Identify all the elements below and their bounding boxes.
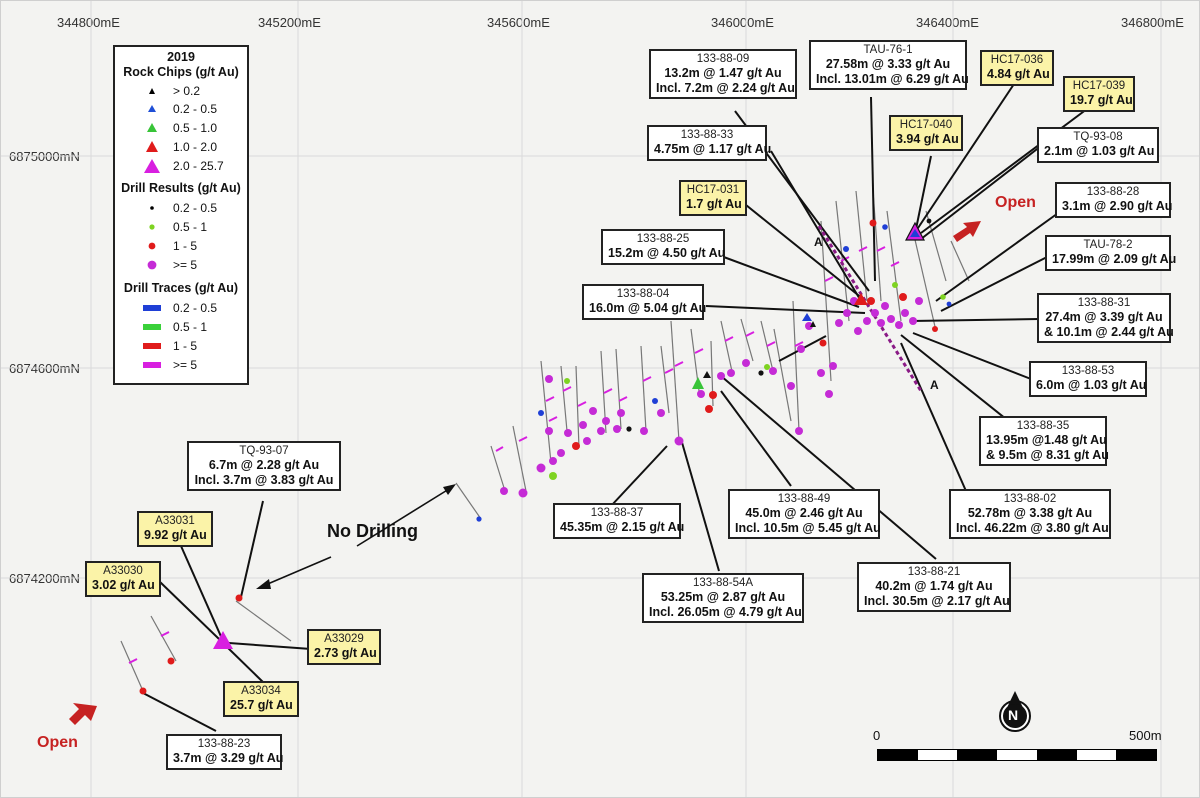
- legend-item: 1 - 5: [115, 238, 247, 254]
- easting-label: 345600mE: [487, 15, 550, 30]
- rock-chip-triangles: [213, 221, 925, 649]
- easting-label: 345200mE: [258, 15, 321, 30]
- triangle-icon: [146, 141, 158, 152]
- open-label-ne: Open: [995, 194, 1036, 211]
- dot-icon: [149, 224, 155, 230]
- drill-traces: [120, 190, 970, 692]
- legend-section-title: Rock Chips (g/t Au): [123, 65, 239, 79]
- legend-item: >= 5: [115, 357, 247, 373]
- scale-bar: [877, 749, 1157, 761]
- scale-end-label: 500m: [1129, 728, 1162, 743]
- north-arrow-icon: [999, 691, 1031, 732]
- bar-icon: [143, 324, 161, 330]
- legend-item: 0.5 - 1: [115, 219, 247, 235]
- bar-icon: [143, 305, 161, 311]
- section-line: [817, 225, 923, 392]
- section-label-a-prime: A': [814, 235, 826, 249]
- legend-item: 2.0 - 25.7: [115, 158, 247, 174]
- bar-icon: [143, 362, 161, 368]
- legend-item: 0.5 - 1.0: [115, 120, 247, 136]
- open-label-sw: Open: [37, 734, 78, 751]
- easting-label: 344800mE: [57, 15, 120, 30]
- triangle-icon: [144, 159, 160, 173]
- legend-item: >= 5: [115, 257, 247, 273]
- legend-item: 1 - 5: [115, 338, 247, 354]
- no-drilling-label: No Drilling: [327, 521, 418, 541]
- dot-icon: [148, 242, 156, 250]
- section-label-a: A: [930, 378, 939, 392]
- dot-icon: [150, 206, 154, 210]
- trace-ticks: [128, 246, 900, 664]
- legend-section-title: Drill Traces (g/t Au): [123, 281, 239, 295]
- drill-results-dots: [139, 218, 952, 695]
- north-arrow-label: N: [1008, 707, 1019, 723]
- triangle-icon: [147, 123, 157, 132]
- dot-icon: [147, 260, 157, 270]
- legend-item: 0.2 - 0.5: [115, 300, 247, 316]
- callout-leader-lines: [142, 80, 1092, 732]
- triangle-icon: [149, 88, 155, 94]
- legend-item: 0.2 - 0.5: [115, 101, 247, 117]
- legend-item: 1.0 - 2.0: [115, 139, 247, 155]
- legend-year: 2019: [167, 50, 195, 64]
- legend-item: 0.2 - 0.5: [115, 200, 247, 216]
- bar-icon: [143, 343, 161, 349]
- easting-label: 346800mE: [1121, 15, 1184, 30]
- legend-section-title: Drill Results (g/t Au): [121, 181, 241, 195]
- easting-label: 346400mE: [916, 15, 979, 30]
- arrows: [69, 221, 981, 725]
- easting-label: 346000mE: [711, 15, 774, 30]
- legend-item: 0.5 - 1: [115, 319, 247, 335]
- legend-item: > 0.2: [115, 83, 247, 99]
- legend: 2019 Rock Chips (g/t Au) > 0.2 0.2 - 0.5…: [113, 45, 249, 385]
- triangle-icon: [148, 105, 156, 112]
- scale-start-label: 0: [873, 728, 881, 743]
